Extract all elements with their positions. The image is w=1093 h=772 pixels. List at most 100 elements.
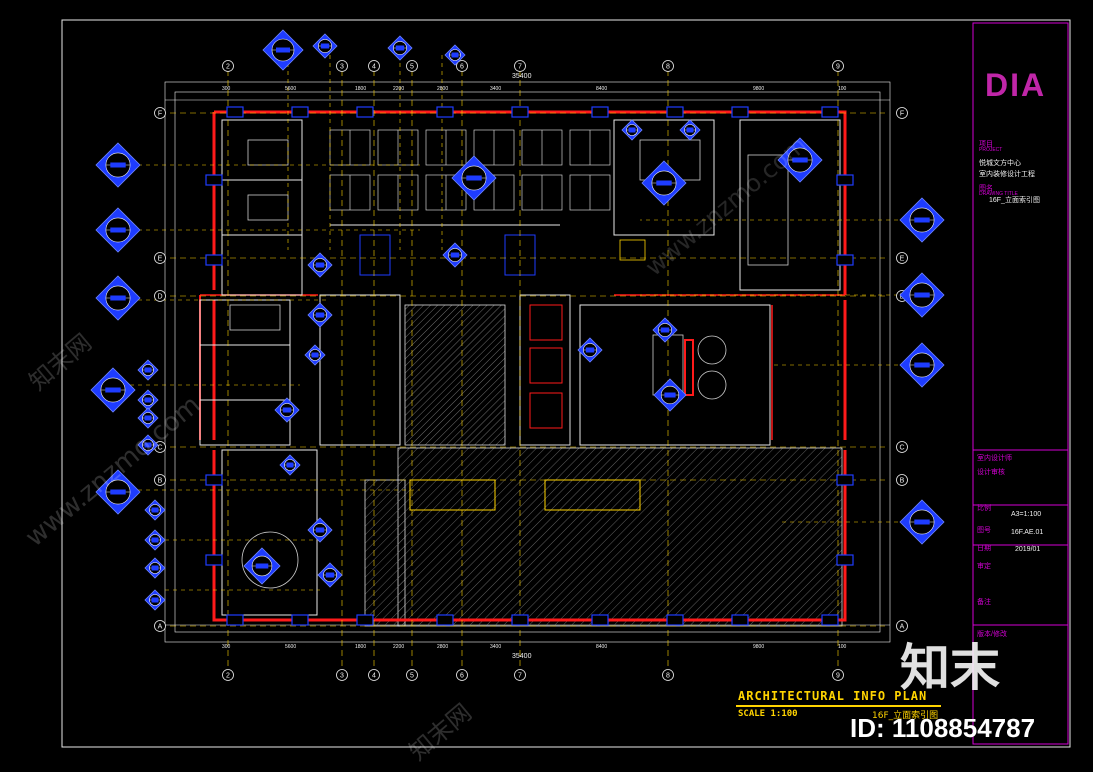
grid-bubble-label: F: [158, 111, 162, 118]
index-sheet-band: [792, 157, 808, 163]
grid-bubble-label: 2: [226, 673, 230, 680]
project-name-line-1: 悦城文方中心: [979, 160, 1021, 167]
grid-bubble-label: 6: [460, 673, 464, 680]
elevation-index-symbol: [262, 29, 304, 71]
index-sheet-band: [315, 262, 325, 268]
elevation-index-symbol: [95, 469, 141, 515]
column-marker: [356, 106, 374, 118]
grid-bubble: [154, 252, 166, 264]
project-label-en: PROJECT: [979, 147, 1003, 153]
grid-bubble: [368, 669, 380, 681]
grid-bubble-label: 9: [836, 64, 840, 71]
grid-bubble: [222, 60, 234, 72]
elevation-index-symbol: [95, 142, 141, 188]
plan-title-underline: [736, 705, 941, 707]
dimension-value: 300: [222, 644, 231, 650]
watermark-brand: 知末: [900, 639, 1000, 697]
index-sheet-band: [686, 127, 694, 133]
drawing-number-label: 图号: [977, 527, 991, 534]
grid-bubble: [896, 441, 908, 453]
column-marker: [205, 254, 223, 266]
lobby-hatch: [364, 304, 843, 627]
grid-bubble: [896, 474, 908, 486]
drawing-frame: [61, 19, 1071, 748]
elevation-index-symbol: [442, 242, 468, 268]
elevation-index-symbol: [451, 155, 497, 201]
grid-bubble-label: 9: [836, 673, 840, 680]
elevation-index-symbol: [137, 359, 159, 381]
elevation-index-symbol: [899, 499, 945, 545]
index-sheet-band: [144, 415, 152, 421]
elevation-index-symbols: [90, 29, 945, 611]
project-name-line-2: 室内装修设计工程: [979, 171, 1035, 178]
elevation-index-symbol: [304, 344, 326, 366]
index-sheet-band: [110, 295, 126, 301]
column-marker: [821, 106, 839, 118]
column-marker: [666, 614, 684, 626]
column-marker: [205, 174, 223, 186]
grid-bubble: [662, 669, 674, 681]
index-sheet-band: [282, 407, 292, 413]
index-sheet-band: [110, 489, 126, 495]
column-marker: [291, 106, 309, 118]
elevation-index-symbol: [95, 207, 141, 253]
index-sheet-band: [395, 45, 405, 51]
index-sheet-band: [144, 397, 152, 403]
elevation-index-symbol: [679, 119, 701, 141]
grid-bubble: [368, 60, 380, 72]
column-marker: [511, 614, 529, 626]
grid-bubble: [662, 60, 674, 72]
elevation-index-symbol: [307, 302, 333, 328]
plan-drawing-title-cn: 16F_立面索引图: [872, 711, 939, 721]
elevation-index-symbol: [899, 272, 945, 318]
elevation-index-symbol: [307, 517, 333, 543]
index-sheet-band: [315, 527, 325, 533]
grid-bubble: [514, 60, 526, 72]
grid-bubble: [514, 669, 526, 681]
grid-bubble-label: 3: [340, 673, 344, 680]
column-marker: [731, 106, 749, 118]
index-sheet-band: [325, 572, 335, 578]
elevation-index-symbol: [317, 562, 343, 588]
elevation-index-symbol: [387, 35, 413, 61]
index-sheet-band: [151, 537, 159, 543]
index-sheet-band: [451, 52, 459, 58]
date-label: 日期: [977, 545, 991, 552]
grid-bubble: [336, 60, 348, 72]
grid-bubble-label: 6: [460, 64, 464, 71]
grid-bubble: [154, 290, 166, 302]
elevation-index-symbol: [777, 137, 823, 183]
index-sheet-band: [286, 462, 294, 468]
check-label: 设计审核: [977, 469, 1005, 476]
date-value: 2019/01: [1015, 546, 1041, 553]
column-marker: [226, 614, 244, 626]
dimension-value: 5600: [285, 86, 297, 92]
index-sheet-band: [628, 127, 636, 133]
elevation-index-symbol: [899, 197, 945, 243]
elevation-index-symbol: [137, 434, 159, 456]
grid-bubble: [154, 620, 166, 632]
grid-bubble: [896, 620, 908, 632]
drawing-title-label: 图名: [979, 185, 993, 192]
dimension-value: 2200: [393, 644, 405, 650]
elevation-index-symbol: [444, 44, 466, 66]
index-sheet-band: [450, 252, 460, 258]
elevation-index-symbol: [90, 367, 136, 413]
index-sheet-band: [144, 442, 152, 448]
grid-bubble-label: A: [158, 624, 163, 631]
column-marker: [356, 614, 374, 626]
elevation-index-symbol: [137, 389, 159, 411]
dimension-value: 3400: [490, 86, 502, 92]
grid-bubble-label: 5: [410, 64, 414, 71]
workstations: [329, 129, 611, 211]
grid-bubble: [896, 107, 908, 119]
grid-bubble-label: D: [157, 294, 162, 301]
column-marker: [731, 614, 749, 626]
dimension-value: 9800: [753, 86, 765, 92]
elevation-index-symbol: [577, 337, 603, 363]
grid-bubble: [222, 669, 234, 681]
structural-columns: [205, 106, 854, 626]
index-sheet-band: [660, 327, 670, 333]
column-marker: [436, 106, 454, 118]
